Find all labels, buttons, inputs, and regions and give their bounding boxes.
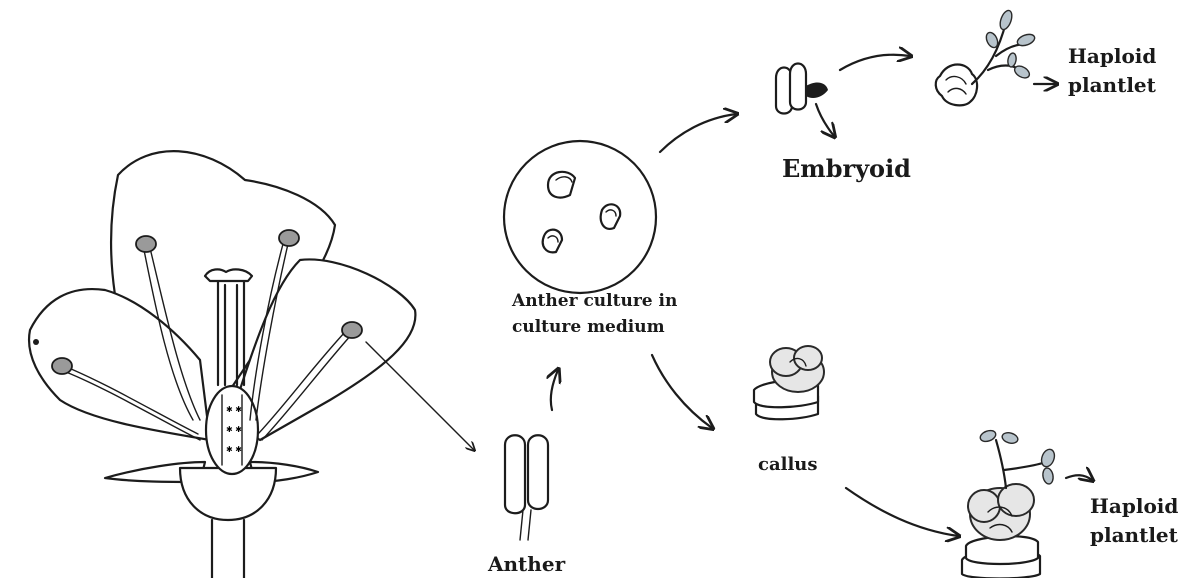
stamen-anther-3 [341,321,363,339]
filament-1 [149,247,201,421]
svg-text:✱ ✱: ✱ ✱ [226,445,242,454]
callus-mass [752,345,825,421]
label-culture-1: Anther culture in [511,291,677,311]
haploid-plantlet-top [934,9,1036,107]
cultured-anther-3 [541,228,564,254]
pedicel [210,518,246,578]
haploid-plantlet-bottom [960,429,1056,578]
embryoid-anther [774,62,828,115]
arrow-embryoid-pointer [814,102,834,136]
svg-text:✱ ✱: ✱ ✱ [226,405,242,414]
receptacle [178,466,278,522]
flower-longitudinal-section: ✱ ✱ ✱ ✱ ✱ ✱ [27,150,417,578]
arrow-to-embryoid [658,114,736,154]
ovary [204,384,260,476]
filament-2 [255,243,289,421]
filament-4 [65,371,201,441]
arrow-to-bottom-plantlet [844,486,958,536]
cultured-anther-1 [546,170,577,199]
stamen-anther-4 [51,357,73,375]
style [216,278,246,387]
stigma [203,268,254,283]
label-culture-2: culture medium [512,317,665,337]
arrow-to-top-plantlet [838,55,910,72]
label-callus: callus [758,454,818,475]
cultured-anther-2 [599,203,622,230]
stamen-anther-2 [278,229,300,247]
arrow-bottom-plantlet-label [1064,475,1092,480]
label-haploid-bottom-1: Haploid [1090,494,1178,518]
arrow-to-anther [365,341,474,450]
arrow-to-culture [551,370,558,412]
culture-dish [502,139,658,295]
excised-anther [503,434,550,541]
label-anther: Anther [487,552,566,576]
label-embryoid: Embryoid [782,154,911,183]
stamen-anther-1 [135,235,157,253]
petal-right [228,258,417,442]
label-haploid-top-2: plantlet [1068,73,1157,97]
svg-text:✱ ✱: ✱ ✱ [226,425,242,434]
label-haploid-top-1: Haploid [1068,44,1156,68]
filament-3 [261,333,353,441]
arrow-to-callus [650,353,712,428]
label-haploid-bottom-2: plantlet [1090,523,1179,547]
